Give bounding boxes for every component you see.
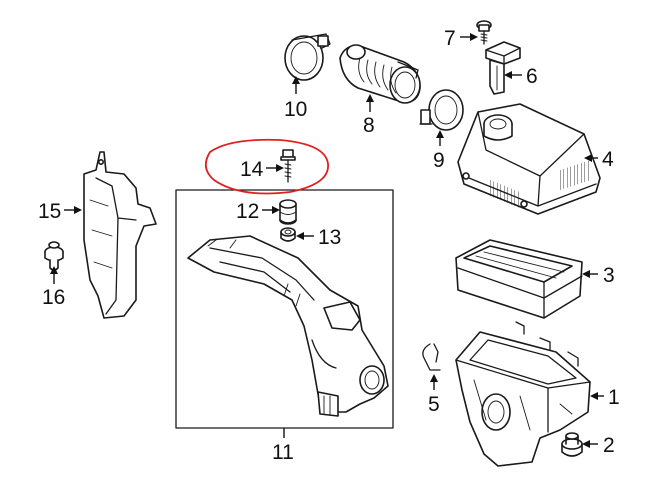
intake-hose-part [339,44,421,104]
callout-11[interactable]: 11 [272,441,294,464]
outlet-clamp-part [419,89,464,131]
grommet-part [561,432,583,457]
grommet-nut-part [280,227,296,242]
push-clip-part [44,241,64,271]
mass-air-flow-sensor-part [485,41,521,95]
air-filter-part [455,239,583,319]
callout-1[interactable]: 1 [608,386,620,409]
leader-lines [50,33,604,448]
air-cleaner-cover-part [457,103,601,215]
mass-air-sensor-bolt-part [476,20,492,45]
callout-16[interactable]: 16 [42,286,65,309]
callout-12[interactable]: 12 [236,200,259,223]
bracket-bolt-part [280,149,296,183]
insulator-part [279,199,297,225]
callout-15[interactable]: 15 [38,200,61,223]
callout-8[interactable]: 8 [363,114,375,137]
callout-3[interactable]: 3 [603,264,615,287]
inlet-duct-assembly [175,189,394,429]
retaining-clip-part [422,343,441,371]
callout-4[interactable]: 4 [602,148,614,171]
callout-labels: 10 8 7 6 9 4 3 1 2 5 11 12 13 14 15 16 [38,27,620,464]
callout-14[interactable]: 14 [240,158,264,181]
mounting-bracket-part [83,151,157,319]
callout-13[interactable]: 13 [318,226,341,249]
air-cleaner-body-part [455,321,591,467]
hose-clamp-part [284,33,331,81]
callout-5[interactable]: 5 [428,393,440,416]
callout-9[interactable]: 9 [433,149,445,172]
highlight-circle [204,138,329,195]
callout-7[interactable]: 7 [444,27,456,50]
callout-6[interactable]: 6 [526,65,538,88]
callout-2[interactable]: 2 [603,434,615,457]
callout-10[interactable]: 10 [284,98,307,121]
